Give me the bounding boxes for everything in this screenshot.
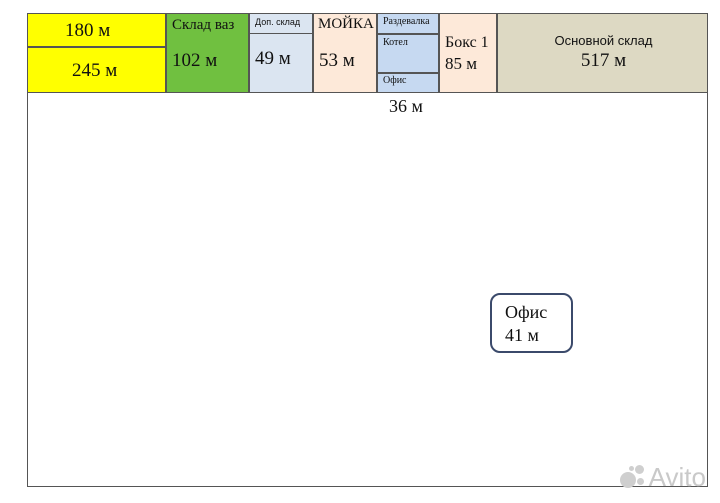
room-razdevalka: Раздевалка [377,13,439,34]
room-sklad-vaz-name: Склад ваз [172,17,235,33]
office-box: Офис 41 м [490,293,573,353]
room-osnovnoy-area: 517 м [580,50,627,71]
room-dop-sklad-name: Доп. склад [255,17,301,27]
room-ofis-small-name: Офис [383,75,407,86]
room-moika: МОЙКА 53 м [313,13,377,93]
room-kotel: Котел [377,34,439,73]
room-ofis-small: Офис [377,73,439,93]
avito-watermark-text: Avito [648,462,706,492]
room-180: 180 м [27,13,166,47]
room-sklad-vaz: Склад ваз 102 м [166,13,249,93]
room-osnovnoy-name: Основной склад [554,33,653,48]
avito-watermark: Avito [619,462,706,493]
office-name: Офис [505,302,548,322]
office-area: 41 м [505,325,539,345]
room-boks1-name: Бокс 1 [445,34,489,51]
room-sklad-vaz-area: 102 м [172,50,218,71]
dop-sklad-divider [250,33,312,34]
corridor-area: 36 м [389,96,423,116]
room-osnovnoy-sklad: Основной склад 517 м [497,13,708,93]
room-razdevalka-name: Раздевалка [383,16,430,27]
room-boks1-area: 85 м [445,54,478,73]
avito-logo-icon [619,464,646,491]
room-245-area: 245 м [72,60,118,81]
room-245: 245 м [27,47,166,93]
room-dop-sklad: Доп. склад 49 м [249,13,313,93]
room-moika-name: МОЙКА [318,16,374,32]
room-180-area: 180 м [65,20,111,41]
room-dop-sklad-area: 49 м [255,48,291,69]
room-kotel-name: Котел [383,37,408,48]
room-boks1: Бокс 1 85 м [439,13,497,93]
room-moika-area: 53 м [319,50,355,71]
